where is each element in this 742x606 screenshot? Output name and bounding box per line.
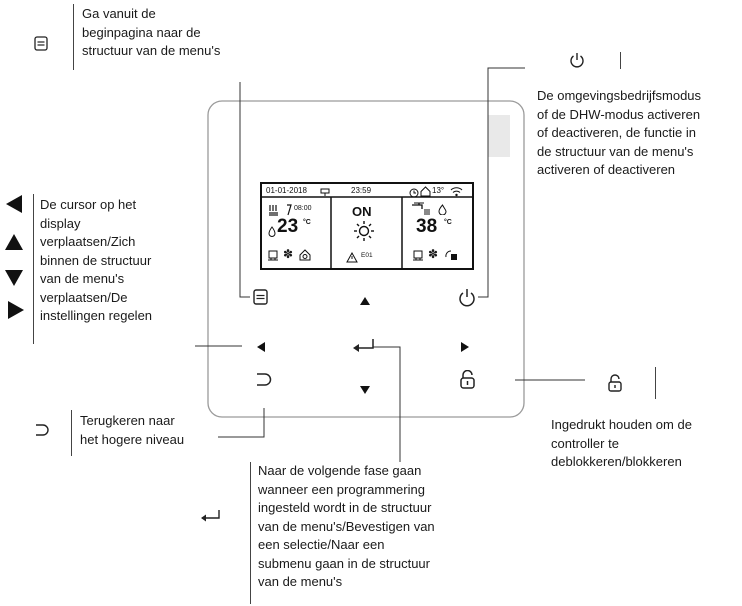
down-button[interactable]	[359, 382, 371, 400]
unit-icon-right	[412, 249, 424, 267]
tap-icon	[410, 201, 432, 220]
heating-icon	[268, 203, 282, 221]
enter-annotation: Naar de volgende fase gaan wanneer een p…	[258, 463, 435, 589]
menu-icon	[34, 36, 48, 56]
timer-icon	[286, 203, 293, 221]
arrow-up-icon	[4, 232, 24, 257]
sun-icon	[353, 220, 375, 247]
right-button[interactable]	[460, 340, 470, 358]
lcd-left-temp: 23	[277, 216, 299, 237]
warning-icon	[346, 250, 358, 268]
power-icon	[569, 52, 585, 74]
lcd-timer: 08:00	[294, 205, 312, 212]
arrow-left-icon	[4, 194, 24, 219]
lcd-time: 23:59	[351, 186, 372, 195]
tank-icon	[445, 248, 458, 266]
lock-annotation: Ingedrukt houden om de controller te deb…	[551, 417, 692, 469]
menu-annotation-bar	[73, 4, 74, 70]
menu-annotation: Ga vanuit de beginpagina naar de structu…	[82, 6, 221, 58]
enter-icon	[199, 509, 221, 528]
network-icon	[320, 185, 330, 203]
lcd-right-temp: 38	[416, 216, 438, 237]
lcd-left-unit: °C	[303, 219, 311, 226]
left-button[interactable]	[256, 340, 266, 358]
lcd-error-code: E01	[361, 252, 373, 259]
arrow-right-icon	[6, 300, 26, 325]
clock-icon	[409, 185, 419, 203]
speaker-grille	[488, 115, 510, 157]
eco-icon	[299, 248, 311, 266]
enter-annotation-bar	[250, 462, 251, 604]
back-icon	[34, 423, 50, 442]
arrow-down-icon	[4, 268, 24, 293]
power-button[interactable]	[458, 288, 476, 312]
fan-icon: ✽	[283, 247, 294, 261]
enter-button[interactable]	[351, 338, 375, 359]
fan-icon-right: ✽	[428, 247, 439, 261]
power-annotation: De omgevingsbedrijfsmodus of de DHW-modu…	[537, 88, 702, 177]
arrows-annotation: De cursor op het display verplaatsen/Zic…	[40, 197, 153, 323]
back-annotation-bar	[71, 410, 72, 456]
unit-icon	[267, 249, 279, 267]
up-button[interactable]	[359, 293, 371, 311]
lcd-date: 01-01-2018	[266, 186, 307, 195]
back-button[interactable]	[255, 372, 272, 392]
back-annotation: Terugkeren naar het hogere niveau	[80, 413, 185, 447]
power-legend-bar	[620, 52, 621, 69]
wifi-icon	[450, 184, 463, 202]
flame-icon	[438, 202, 447, 220]
lcd-outdoor-temp: 13°	[432, 186, 445, 195]
menu-button[interactable]	[253, 289, 269, 311]
house-icon	[420, 184, 431, 202]
lock-icon	[607, 374, 623, 397]
lock-button[interactable]	[459, 369, 476, 394]
drop-icon	[268, 224, 276, 242]
lcd-mode-status: ON	[352, 204, 372, 219]
lcd-right-unit: °C	[444, 219, 452, 226]
lock-legend-bar	[655, 367, 656, 399]
arrows-annotation-bar	[33, 194, 34, 344]
